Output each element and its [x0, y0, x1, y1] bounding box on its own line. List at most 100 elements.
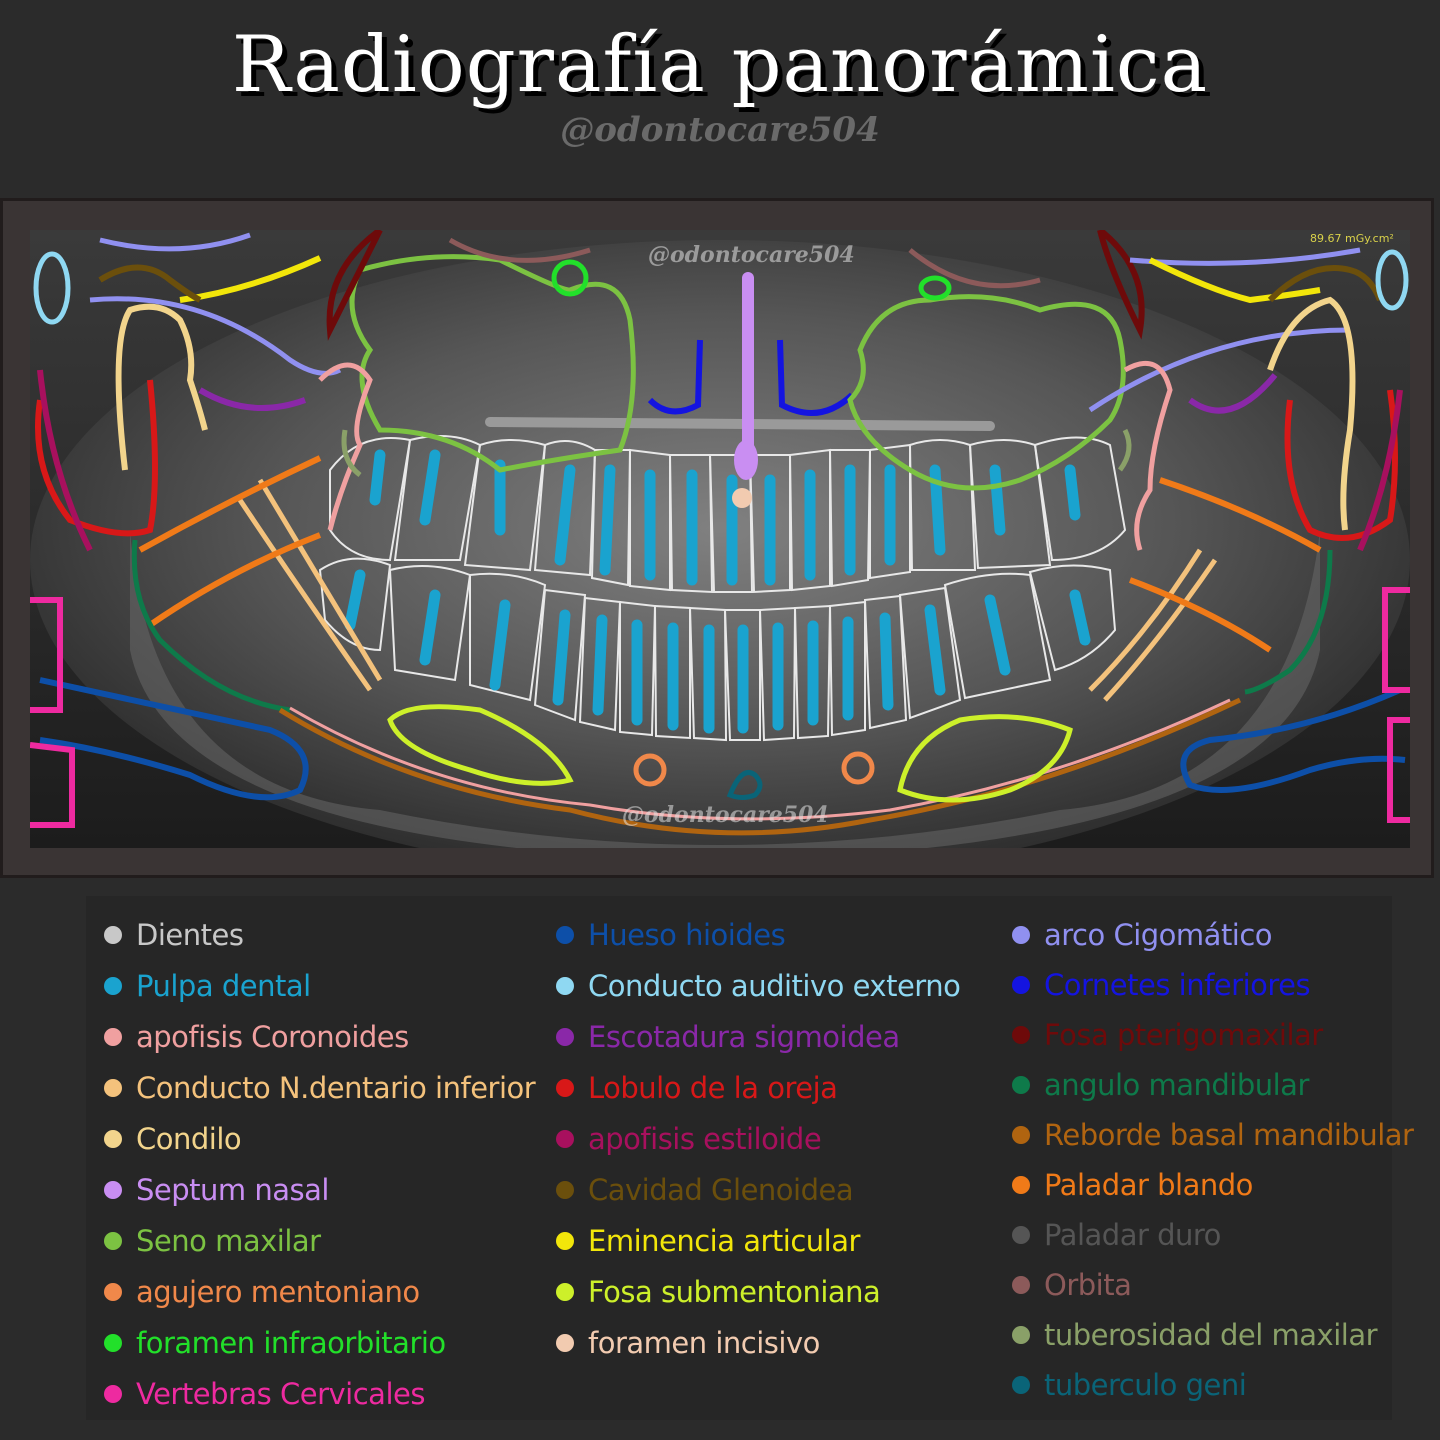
legend-label: arco Cigomático — [1044, 918, 1273, 952]
legend-item: Paladar duro — [1012, 1218, 1221, 1252]
skull-shadow — [30, 240, 1410, 848]
maxillary-sinus-right — [847, 294, 1126, 491]
legend-color-dot — [556, 1130, 574, 1148]
mandibular-basal-rim-inner — [289, 698, 1231, 821]
legend-label: foramen infraorbitario — [136, 1326, 446, 1360]
legend-label: Cornetes inferiores — [1044, 968, 1311, 1002]
legend-color-dot — [556, 1028, 574, 1046]
legend-item: foramen infraorbitario — [104, 1326, 446, 1360]
legend-color-dot — [1012, 1226, 1030, 1244]
legend-item: Cavidad Glenoidea — [556, 1173, 854, 1207]
legend-item: Orbita — [1012, 1268, 1132, 1302]
cervical-vertebrae-left — [30, 597, 63, 713]
inferior-alveolar-canal-left — [237, 498, 373, 692]
external-auditory-canal-right — [1375, 249, 1409, 311]
soft-palate-left-2 — [148, 532, 322, 628]
legend-color-dot — [556, 1079, 574, 1097]
legend-color-dot — [104, 1130, 122, 1148]
genial-tubercle — [726, 770, 763, 800]
legend-color-dot — [556, 1283, 574, 1301]
septum-tip — [734, 440, 758, 480]
maxillary-tuberosity-right — [1117, 428, 1132, 472]
legend-item: Eminencia articular — [556, 1224, 860, 1258]
panoramic-xray-diagram — [30, 230, 1410, 848]
infraorbital-foramen-right — [918, 275, 952, 301]
soft-palate-left — [138, 455, 322, 553]
legend-item: Hueso hioides — [556, 918, 786, 952]
legend-color-dot — [556, 926, 574, 944]
zygomatic-arch-right-lower — [1088, 327, 1351, 413]
author-handle: @odontocare504 — [560, 110, 880, 150]
legend-label: Escotadura sigmoidea — [588, 1020, 900, 1054]
dental-pulp — [344, 449, 1091, 734]
infraorbital-foramen-left — [551, 259, 589, 297]
legend-item: Paladar blando — [1012, 1168, 1253, 1202]
legend-color-dot — [1012, 1276, 1030, 1294]
legend-item: Fosa pterigomaxilar — [1012, 1018, 1323, 1052]
legend-label: Fosa pterigomaxilar — [1044, 1018, 1323, 1052]
legend-label: angulo mandibular — [1044, 1068, 1309, 1102]
hyoid-bone-right — [1180, 687, 1406, 793]
legend-item: Septum nasal — [104, 1173, 329, 1207]
condyle-right — [1267, 296, 1356, 531]
upper-teeth — [329, 435, 1127, 594]
mental-foramen-right — [841, 751, 875, 785]
legend-color-dot — [556, 1181, 574, 1199]
legend-item: Dientes — [104, 918, 244, 952]
mandibular-basal-rim — [278, 697, 1242, 836]
cervical-vertebrae-right — [1382, 587, 1410, 693]
legend-item: Condilo — [104, 1122, 242, 1156]
legend-item: Seno maxilar — [104, 1224, 321, 1258]
legend-label: Pulpa dental — [136, 969, 311, 1003]
legend-label: Condilo — [136, 1122, 242, 1156]
legend-item: Cornetes inferiores — [1012, 968, 1311, 1002]
legend-label: Fosa submentoniana — [588, 1275, 881, 1309]
legend-item: foramen incisivo — [556, 1326, 820, 1360]
legend-label: Reborde basal mandibular — [1044, 1118, 1414, 1152]
legend-label: Conducto N.dentario inferior — [136, 1071, 536, 1105]
pterygomaxillary-fossa-right — [1097, 230, 1145, 340]
legend-color-dot — [104, 1079, 122, 1097]
lower-teeth — [318, 557, 1117, 742]
maxillary-sinus-left — [349, 254, 636, 473]
styloid-process-left — [37, 369, 93, 552]
sigmoid-notch-right — [1188, 373, 1278, 414]
legend-label: Dientes — [136, 918, 244, 952]
ear-lobe-right — [1284, 389, 1398, 541]
ear-lobe-left — [35, 379, 158, 537]
legend-item: tuberculo geni — [1012, 1368, 1247, 1402]
maxillary-tuberosity-left — [341, 429, 362, 477]
orbit-left — [448, 237, 591, 263]
legend-label: Paladar duro — [1044, 1218, 1221, 1252]
legend-item: apofisis Coronoides — [104, 1020, 409, 1054]
legend-color-dot — [1012, 1326, 1030, 1344]
legend-item: Conducto N.dentario inferior — [104, 1071, 536, 1105]
legend-label: Orbita — [1044, 1268, 1132, 1302]
hard-palate — [485, 417, 995, 431]
legend-color-dot — [104, 977, 122, 995]
legend-item: Escotadura sigmoidea — [556, 1020, 900, 1054]
legend-color-dot — [104, 1232, 122, 1250]
inferior-alveolar-canal-right — [1088, 548, 1203, 692]
legend-item: Vertebras Cervicales — [104, 1377, 425, 1411]
inferior-turbinate-right — [777, 339, 855, 416]
zygomatic-arch-left — [99, 232, 251, 252]
legend-color-dot — [1012, 1176, 1030, 1194]
legend-label: tuberculo geni — [1044, 1368, 1247, 1402]
legend-label: apofisis Coronoides — [136, 1020, 409, 1054]
external-auditory-canal-left — [33, 251, 71, 325]
legend-label: Septum nasal — [136, 1173, 329, 1207]
mental-foramen-left — [633, 753, 667, 787]
styloid-process-right — [1357, 389, 1403, 552]
legend-label: Vertebras Cervicales — [136, 1377, 425, 1411]
incisive-foramen — [732, 488, 752, 508]
cervical-vertebrae-right-2 — [1387, 717, 1410, 823]
legend-color-dot — [1012, 1076, 1030, 1094]
legend-label: Paladar blando — [1044, 1168, 1253, 1202]
legend-label: agujero mentoniano — [136, 1275, 420, 1309]
legend-label: Eminencia articular — [588, 1224, 860, 1258]
mandibular-angle-right — [1244, 549, 1333, 695]
page-title: Radiografía panorámica — [231, 20, 1209, 110]
legend-label: Seno maxilar — [136, 1224, 321, 1258]
legend-panel — [86, 896, 1392, 1420]
